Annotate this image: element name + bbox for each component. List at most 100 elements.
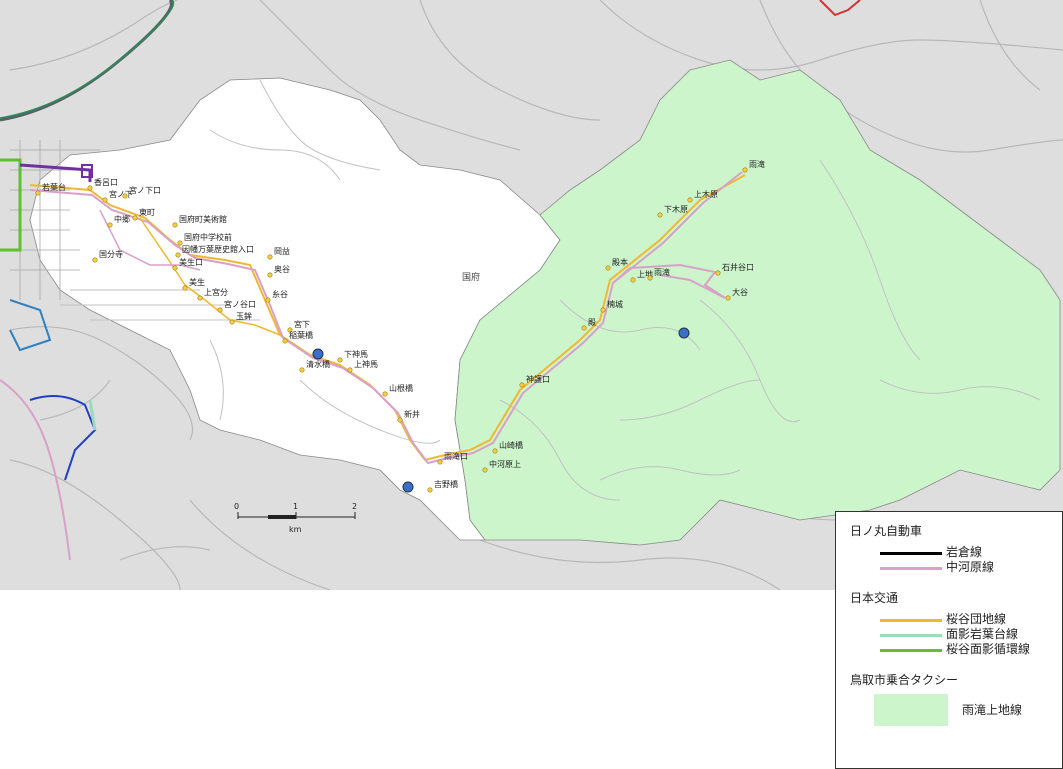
- bus-stop-marker[interactable]: [427, 487, 433, 493]
- bus-stop-label: 雨滝: [749, 159, 765, 169]
- bus-stop-label: 大谷: [732, 287, 748, 297]
- river-line: [0, 0, 175, 119]
- bus-stop-label: 上宮分: [204, 287, 228, 297]
- bus-stop-marker[interactable]: [347, 367, 353, 373]
- bus-stop-marker[interactable]: [482, 467, 488, 473]
- legend-item-iwakura: 岩倉線: [850, 545, 1062, 560]
- bus-stop-marker[interactable]: [715, 270, 721, 276]
- sakuradani-loop-route: [0, 158, 22, 252]
- bus-stop-marker[interactable]: [267, 272, 273, 278]
- inner-roads: [60, 79, 1041, 501]
- legend-group-title-taxi: 鳥取市乗合タクシー: [850, 673, 959, 687]
- bus-stop-marker[interactable]: [519, 382, 525, 388]
- bus-stop-marker[interactable]: [265, 297, 271, 303]
- bus-stop-marker[interactable]: [605, 265, 611, 271]
- bus-stop-marker[interactable]: [287, 327, 293, 333]
- legend-swatch-sakuradani: [880, 619, 942, 622]
- bus-stop-label: 上地: [637, 269, 653, 279]
- bus-stop-marker[interactable]: [182, 285, 188, 291]
- legend-label-sakuradani: 桜谷団地線: [946, 612, 1007, 626]
- bus-stop-marker[interactable]: [630, 277, 636, 283]
- bus-stop-label: 東町: [139, 207, 155, 217]
- bus-stop-marker[interactable]: [581, 325, 587, 331]
- legend-item-sakuradani: 桜谷団地線: [850, 612, 1062, 627]
- bus-stop-label: 香呂口: [94, 177, 118, 187]
- bus-stop-label: 国府中学校前: [184, 232, 232, 242]
- bus-stop-label: 雨滝: [654, 267, 670, 277]
- bus-stop-marker[interactable]: [600, 307, 606, 313]
- bus-stop-label: 下木原: [664, 204, 688, 214]
- bus-stop-marker[interactable]: [725, 295, 731, 301]
- bus-stop-marker[interactable]: [102, 197, 108, 203]
- bus-stop-marker[interactable]: [437, 459, 443, 465]
- service-area-green: [454, 59, 1061, 546]
- bus-stop-label: 国分寺: [99, 250, 123, 259]
- bus-stop-marker[interactable]: [647, 275, 653, 281]
- bus-stop-label: 神護口: [526, 374, 550, 384]
- bus-stop-marker[interactable]: [337, 357, 343, 363]
- boundary-red: [819, 0, 861, 17]
- bus-stop-label: 中河原上: [489, 459, 521, 469]
- bus-stop-marker[interactable]: [742, 167, 748, 173]
- bus-stop-label: 因幡万葉歴史館入口: [182, 244, 254, 254]
- bus-stop-marker[interactable]: [229, 319, 235, 325]
- bus-stop-label: 宮ノ下口: [129, 185, 161, 195]
- legend-group-title-hinomaru: 日ノ丸自動車: [850, 524, 923, 538]
- legend-label-nakagawara: 中河原線: [946, 560, 995, 574]
- map-legend: 日ノ丸自動車 岩倉線 中河原線 日本交通 桜谷団地線 面影岩葉台線 桜谷面影循環…: [835, 511, 1063, 769]
- pink-route-left: [0, 379, 71, 561]
- bus-stop-marker[interactable]: [397, 417, 403, 423]
- bus-stop-marker[interactable]: [687, 197, 693, 203]
- blue-route-small: [9, 299, 52, 352]
- bus-stop-label: 岡益: [274, 246, 290, 256]
- bus-stop-label: 清水橋: [306, 359, 330, 369]
- bus-stop-label: 上木原: [694, 189, 718, 199]
- bus-stop-marker[interactable]: [132, 215, 138, 221]
- bus-stop-label: 中郷: [114, 214, 130, 224]
- bus-stop-label: 石井谷口: [722, 262, 754, 272]
- scale-tick-0: 0: [234, 502, 239, 511]
- bus-terminal-icon[interactable]: [312, 348, 324, 360]
- bus-terminal-icon[interactable]: [402, 481, 414, 493]
- scale-tick-1: 1: [293, 502, 298, 511]
- bus-stop-marker[interactable]: [657, 212, 663, 218]
- bus-stop-marker[interactable]: [172, 265, 178, 271]
- bus-stop-label: 雨滝口: [444, 451, 468, 461]
- bus-stop-label: 美生口: [179, 257, 203, 267]
- bus-stop-marker[interactable]: [177, 240, 183, 246]
- bus-stop-label: 楠城: [607, 299, 623, 309]
- bus-stop-label: 殿: [588, 318, 596, 327]
- route-map[interactable]: 若葉台香呂口宮ノ下宮ノ下口東町中郷国府町美術館国府中学校前因幡万葉歴史館入口岡益…: [0, 0, 1063, 590]
- green-route-left: [88, 399, 97, 431]
- bus-stop-marker[interactable]: [35, 190, 41, 196]
- bus-stop-marker[interactable]: [267, 254, 273, 260]
- bus-stop-marker[interactable]: [92, 257, 98, 263]
- bus-stop-marker[interactable]: [197, 295, 203, 301]
- purple-terminal: [81, 164, 93, 178]
- legend-label-omokage-iwaba: 面影岩葉台線: [946, 627, 1019, 641]
- bus-stop-marker[interactable]: [492, 448, 498, 454]
- bus-stop-marker[interactable]: [175, 252, 181, 258]
- bus-stop-label: 山崎橋: [499, 440, 523, 450]
- bus-stop-label: 糸谷: [272, 289, 288, 299]
- bus-stop-label: 上神馬: [354, 359, 378, 369]
- scale-tick-2: 2: [352, 502, 357, 511]
- bus-stop-marker[interactable]: [172, 222, 178, 228]
- sakuradani-branch: [139, 217, 281, 336]
- bus-stop-marker[interactable]: [107, 222, 113, 228]
- legend-label-iwakura: 岩倉線: [946, 545, 983, 559]
- bus-stop-marker[interactable]: [382, 391, 388, 397]
- bus-stop-label: 若葉台: [42, 182, 66, 192]
- bus-stop-marker[interactable]: [122, 193, 128, 199]
- bus-stop-marker[interactable]: [87, 185, 93, 191]
- bus-stop-label: 宮ノ下: [109, 189, 133, 199]
- background-roads: [9, 0, 1063, 590]
- bus-stop-label: 稲葉橋: [289, 330, 313, 340]
- bus-terminal-icon[interactable]: [678, 327, 690, 339]
- bus-stop-label: 宮ノ谷口: [224, 299, 256, 309]
- bus-stop-label: 吉野橋: [434, 479, 458, 489]
- legend-group-title-nihon-kotsu: 日本交通: [850, 591, 899, 605]
- bus-stop-marker[interactable]: [299, 367, 305, 373]
- bus-stop-marker[interactable]: [217, 307, 223, 313]
- bus-stop-marker[interactable]: [282, 338, 288, 344]
